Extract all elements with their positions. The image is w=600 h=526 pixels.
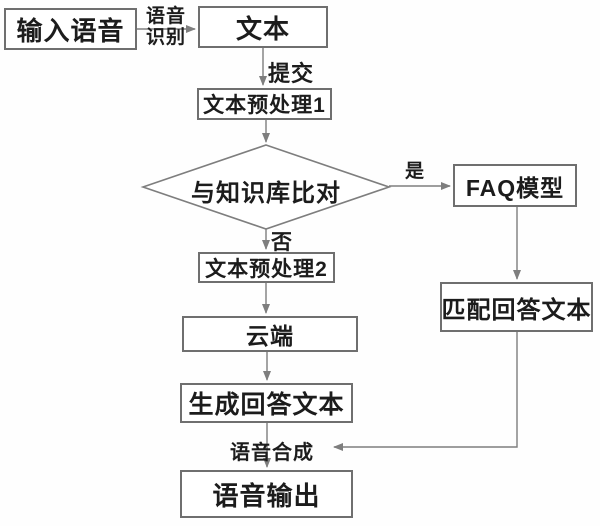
node-generate-answer: 生成回答文本 xyxy=(180,383,353,423)
node-match-answer-label: 匹配回答文本 xyxy=(441,296,592,324)
edge-label-no: 否 xyxy=(271,231,293,254)
node-text-label: 文本 xyxy=(235,13,290,44)
node-match-answer: 匹配回答文本 xyxy=(440,282,593,332)
node-speech-output: 语音输出 xyxy=(180,470,353,518)
node-cloud-label: 云端 xyxy=(246,323,294,349)
edge-match-to-synthesis xyxy=(333,332,518,451)
edge-label-submit: 提交 xyxy=(268,61,315,86)
node-generate-answer-label: 生成回答文本 xyxy=(188,391,345,419)
node-preprocess1: 文本预处理1 xyxy=(197,88,332,120)
node-compare-kb-label: 与知识库比对 xyxy=(191,180,341,207)
node-input-speech: 输入语音 xyxy=(4,8,137,50)
node-text: 文本 xyxy=(198,6,328,48)
node-preprocess2: 文本预处理2 xyxy=(198,252,335,283)
node-input-speech-label: 输入语音 xyxy=(16,15,125,46)
edge-label-yes: 是 xyxy=(405,161,426,182)
node-preprocess2-label: 文本预处理2 xyxy=(205,257,328,281)
node-compare-kb: 与知识库比对 xyxy=(166,173,366,208)
edge-label-speech-synthesis: 语音合成 xyxy=(230,442,314,464)
edge-label-speech-recognition: 语音 识别 xyxy=(145,6,186,48)
node-faq-model: FAQ模型 xyxy=(453,164,577,207)
node-cloud: 云端 xyxy=(182,316,358,352)
node-faq-model-label: FAQ模型 xyxy=(465,174,565,201)
node-preprocess1-label: 文本预处理1 xyxy=(203,94,326,117)
node-speech-output-label: 语音输出 xyxy=(212,480,321,511)
